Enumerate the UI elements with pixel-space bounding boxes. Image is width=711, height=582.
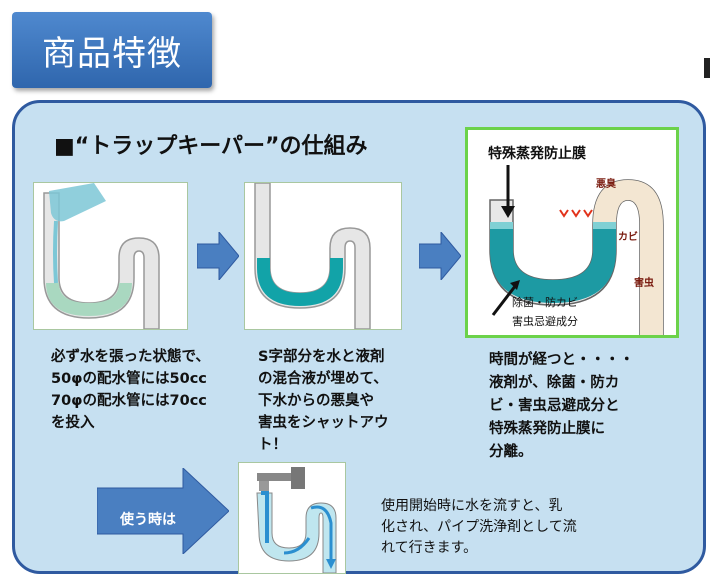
edge-mark [704,58,710,78]
step3-diagram: 特殊蒸発防止膜 除菌・防カビ 害虫忌避成分 悪臭 カビ 害虫 [465,127,679,338]
mold-label: カビ [618,230,638,243]
arrow-right-icon [419,232,461,280]
step1-text: 必ず水を張った状態で、 50φの配水管には50cc 70φの配水管には70cc … [51,349,210,431]
step2-text: S字部分を水と液剤 の混合液が埋めて、 下水からの悪臭や 害虫をシャットアウ ト… [258,349,389,453]
usage-text: 使用開始時に水を流すと、乳 化され、パイプ洗浄剤として流 れて行きます。 [381,498,577,556]
step3-text: 時間が経つと・・・・ 液剤が、除菌・防カ ビ・害虫忌避成分と 特殊蒸発防止膜に … [489,352,634,460]
arrow-right-icon [197,232,239,280]
diagram-label-film: 特殊蒸発防止膜 [488,145,586,162]
step2-image [244,182,402,330]
section-heading: ■“トラップキーパー”の仕組み [54,134,368,159]
diagram-label-antibacterial: 除菌・防カビ [512,295,578,309]
usage-arrow-icon [97,468,229,554]
usage-image [238,462,346,574]
insect-label: 害虫 [634,276,654,289]
odor-label: 悪臭 [596,177,616,190]
diagram-label-repellent: 害虫忌避成分 [512,314,578,328]
usage-label: 使う時は [120,512,176,528]
step1-image [33,182,188,330]
page-title: 商品特徴 [12,12,212,88]
